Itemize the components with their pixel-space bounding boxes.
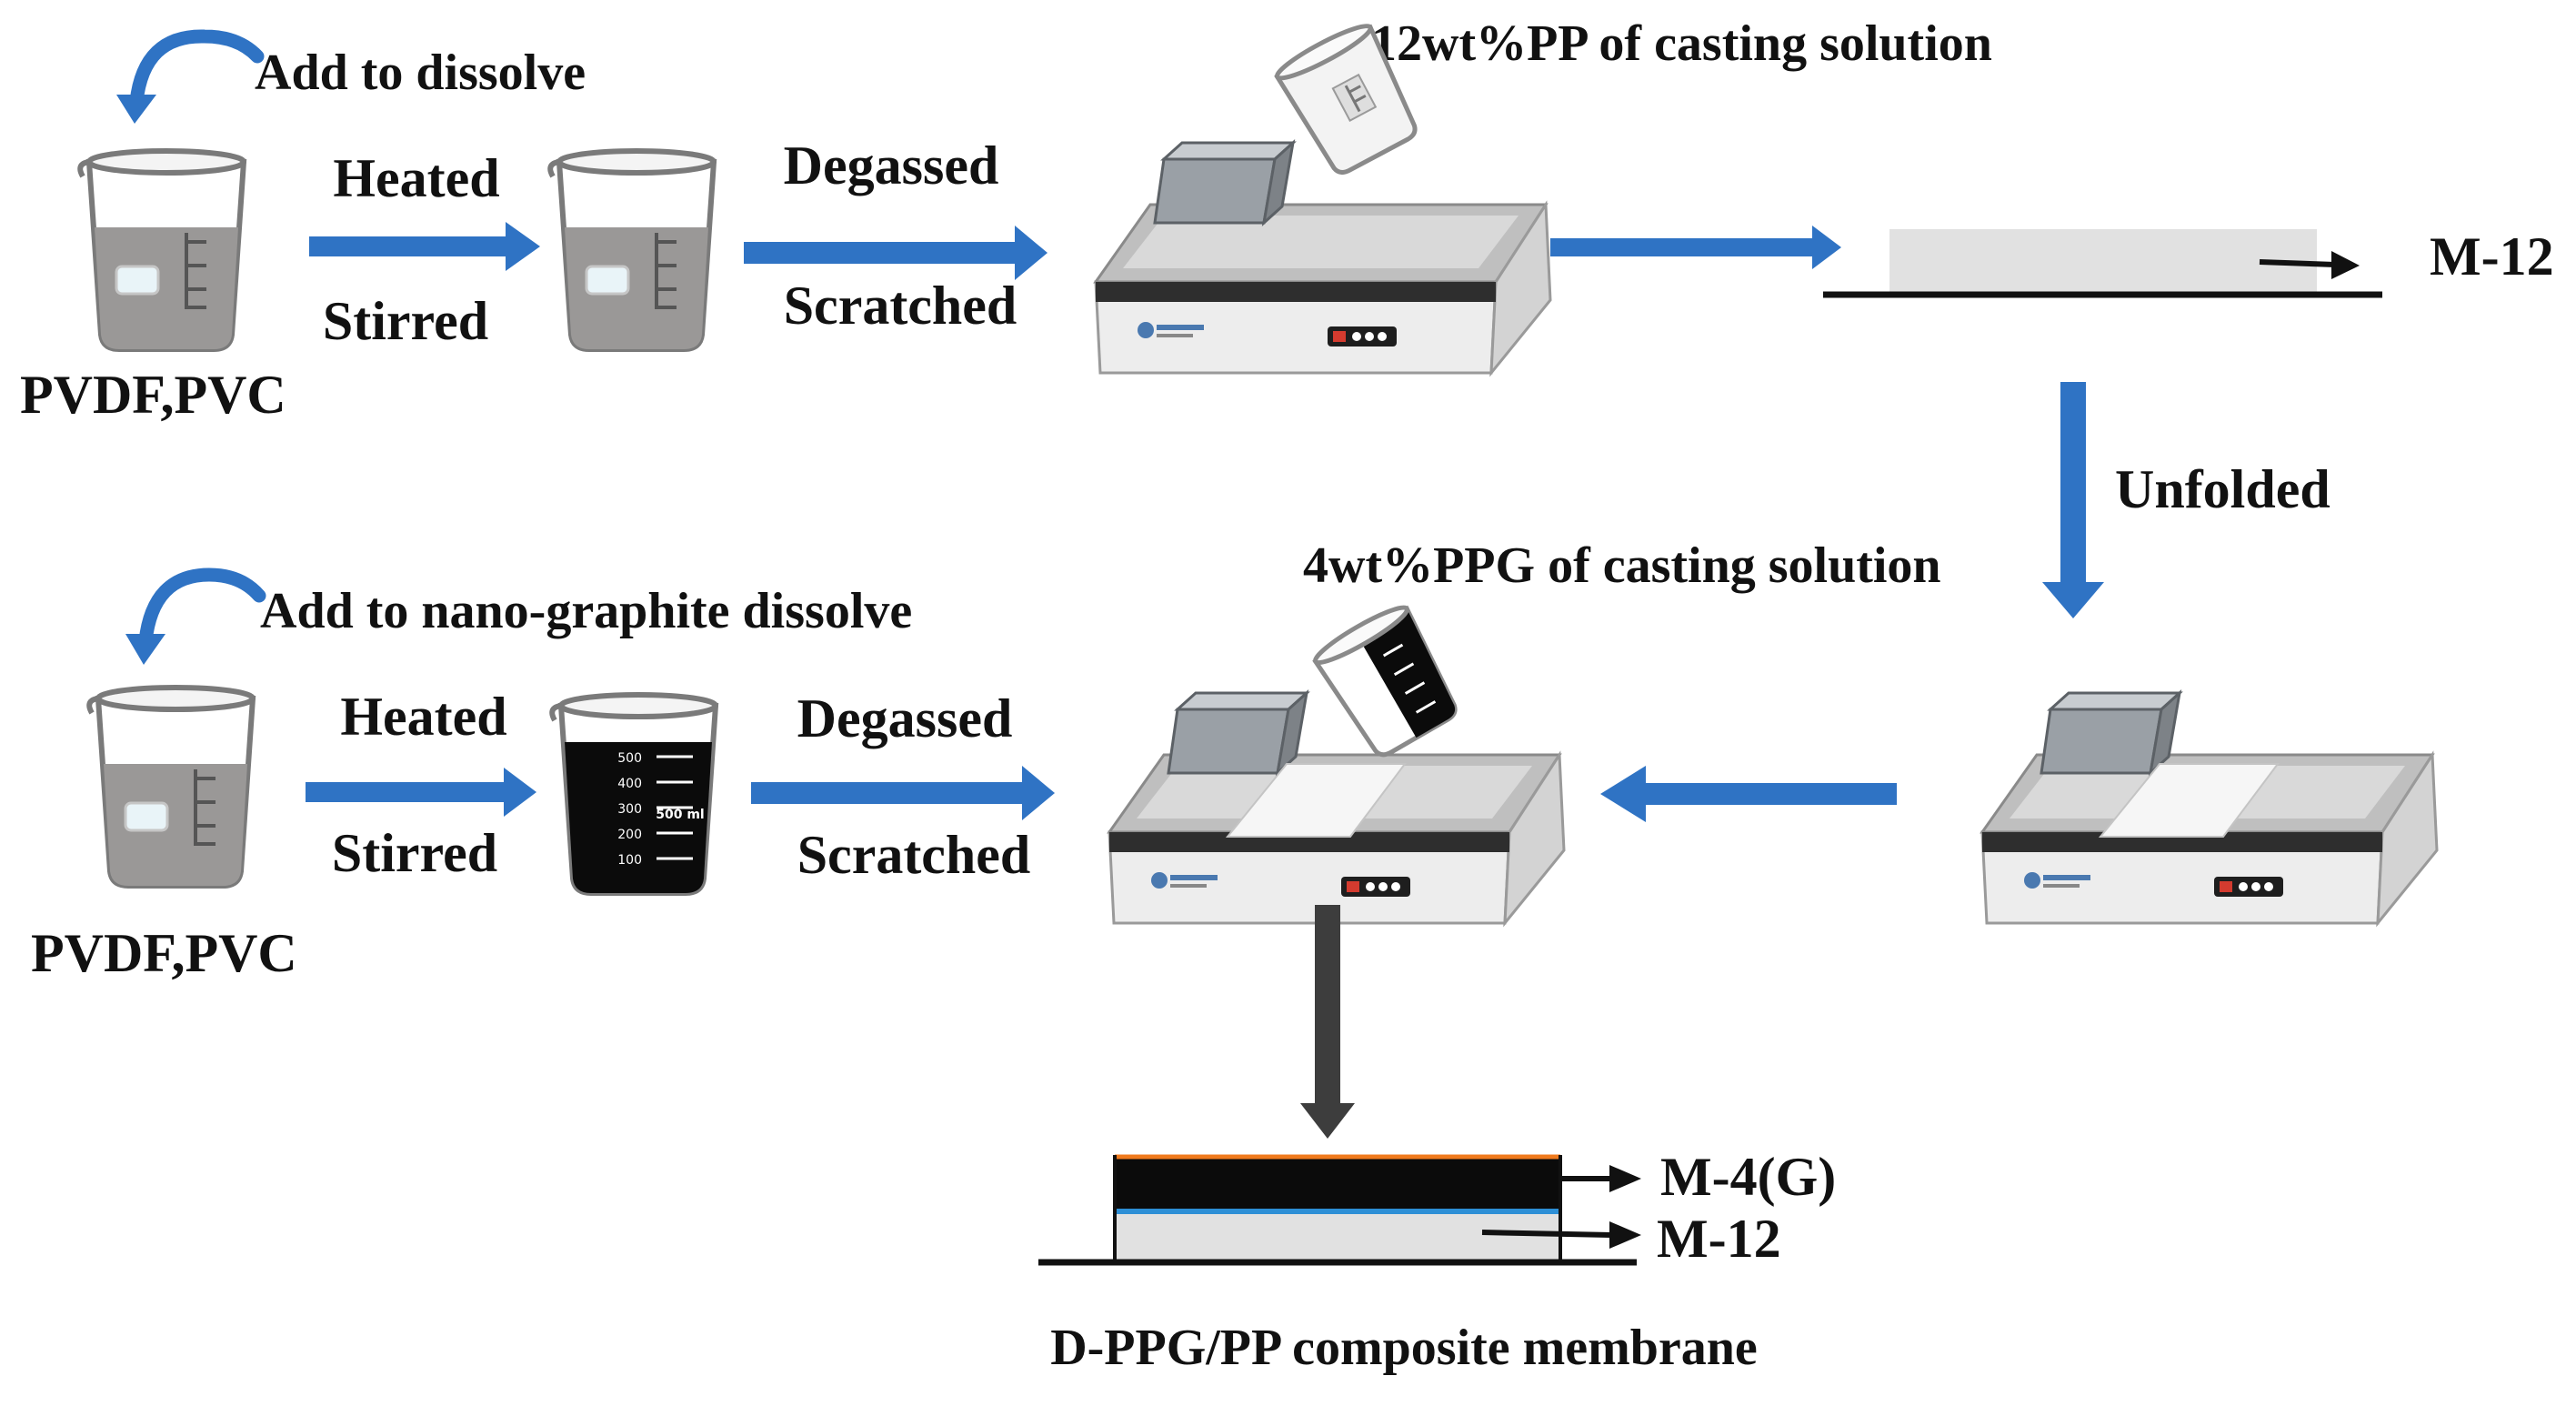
heated-label: Heated [340,687,506,747]
m4g-label: M-4(G) [1660,1147,1836,1207]
flow-arrow [309,222,540,271]
scratched-label: Scratched [784,276,1017,336]
curved-arrow-icon [125,567,266,665]
m12-membrane [1823,229,2382,298]
degassed-label: Degassed [784,136,999,196]
composite-caption: D-PPG/PP composite membrane [1050,1320,1758,1376]
unfolded-label: Unfolded [2115,459,2330,519]
scale-300: 300 [617,802,642,817]
film-applicator-icon [1980,691,2439,925]
film-applicator-icon [1108,691,1566,925]
graphite-beaker-icon [552,695,716,893]
heated-label: Heated [333,148,499,208]
label-pointer-arrow [1481,1221,1641,1249]
flow-arrow [1600,766,1897,822]
m12-label: M-12 [2430,226,2554,286]
scale-200: 200 [617,828,642,842]
curved-arrow-icon [116,29,265,124]
beaker-icon [80,151,244,349]
pouring-beaker-icon [1312,605,1458,758]
down-arrow [1300,905,1355,1139]
flow-arrow [744,226,1047,280]
flow-arrow [306,768,536,817]
add-to-graphite-label: Add to nano-graphite dissolve [260,583,912,639]
beaker-icon [89,688,253,886]
stirred-label: Stirred [323,291,488,351]
stirred-label: Stirred [332,823,497,883]
unfold-arrow [2042,382,2104,618]
degassed-label: Degassed [797,688,1013,748]
scale-500: 500 [617,751,642,766]
beaker-volume: 500 ml [656,808,704,822]
flow-arrow [1550,226,1841,269]
scale-400: 400 [617,777,642,791]
scratched-label: Scratched [797,825,1031,885]
label-pointer-arrow [2259,251,2360,279]
composite-membrane [1038,1154,1637,1266]
row2-beaker-label: PVDF,PVC [31,923,297,983]
label-pointer-arrow [1562,1165,1641,1192]
casting-solution-label: 12wt%PP of casting solution [1371,15,1992,72]
casting-solution-label: 4wt%PPG of casting solution [1303,537,1941,594]
m12-composite-label: M-12 [1657,1209,1781,1269]
pouring-beaker-icon [1274,24,1418,175]
add-to-dissolve-label: Add to dissolve [255,45,586,101]
flow-arrow [751,766,1055,820]
scale-100: 100 [617,853,642,868]
film-applicator-icon [1094,141,1552,375]
row1-beaker-label: PVDF,PVC [20,365,286,425]
beaker-icon [550,151,714,349]
